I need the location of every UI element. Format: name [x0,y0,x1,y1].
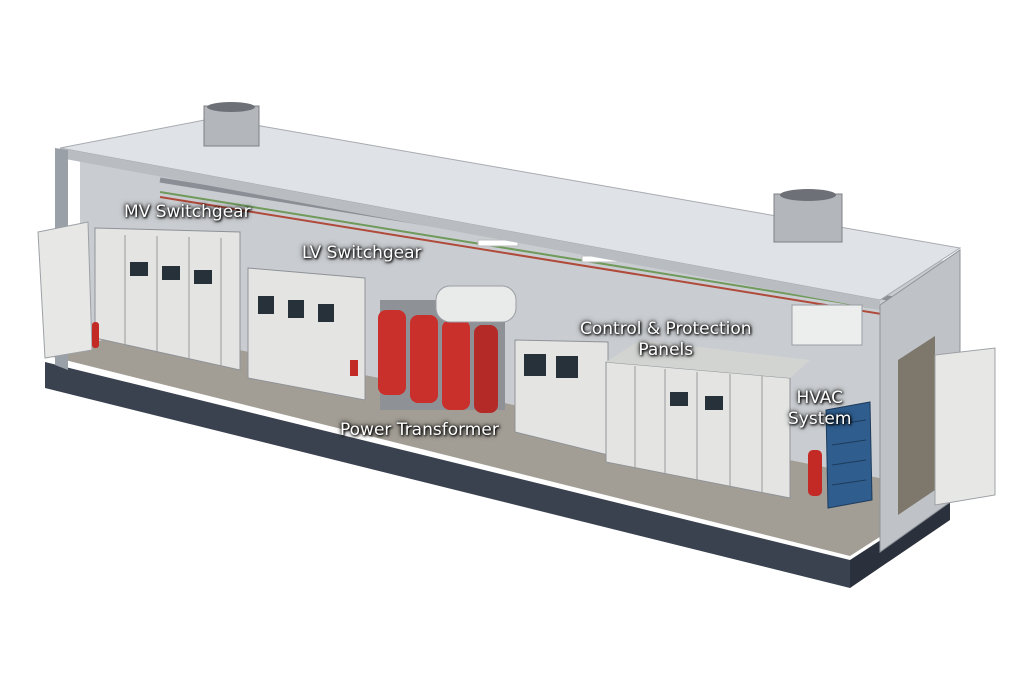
cable-tray [159,191,901,313]
label-line: Panels [638,340,694,360]
right-doorway [898,336,935,515]
container-floor [45,330,950,556]
fire-extinguisher [808,450,822,496]
label-control-protection-panels: Control & Protection Panels [580,319,752,361]
label-lv-switchgear: LV Switchgear [302,243,422,263]
container-roof-edge [60,148,880,310]
power-transformer [378,285,517,413]
label-line: HVAC [796,388,843,408]
cable-tray [159,196,901,318]
roof-ac-unit [773,189,843,243]
container-roof [59,117,962,301]
mv-switchgear [94,227,241,371]
wall-ac-unit [791,304,863,346]
container-base [45,362,850,588]
hvac-unit [825,401,873,509]
left-door[interactable] [37,221,93,359]
label-line: System [788,409,852,429]
label-hvac-system: HVAC System [788,388,851,430]
lv-switchgear [247,267,366,401]
control-cabinet [514,339,609,456]
label-mv-switchgear: MV Switchgear [124,202,251,222]
label-line: Control & Protection [580,319,752,339]
label-power-transformer: Power Transformer [340,420,499,440]
roof-ac-unit [203,102,260,147]
right-door[interactable] [934,347,996,506]
control-protection-panels [605,340,810,499]
ceiling-light [477,239,519,247]
fire-extinguisher [92,322,99,348]
